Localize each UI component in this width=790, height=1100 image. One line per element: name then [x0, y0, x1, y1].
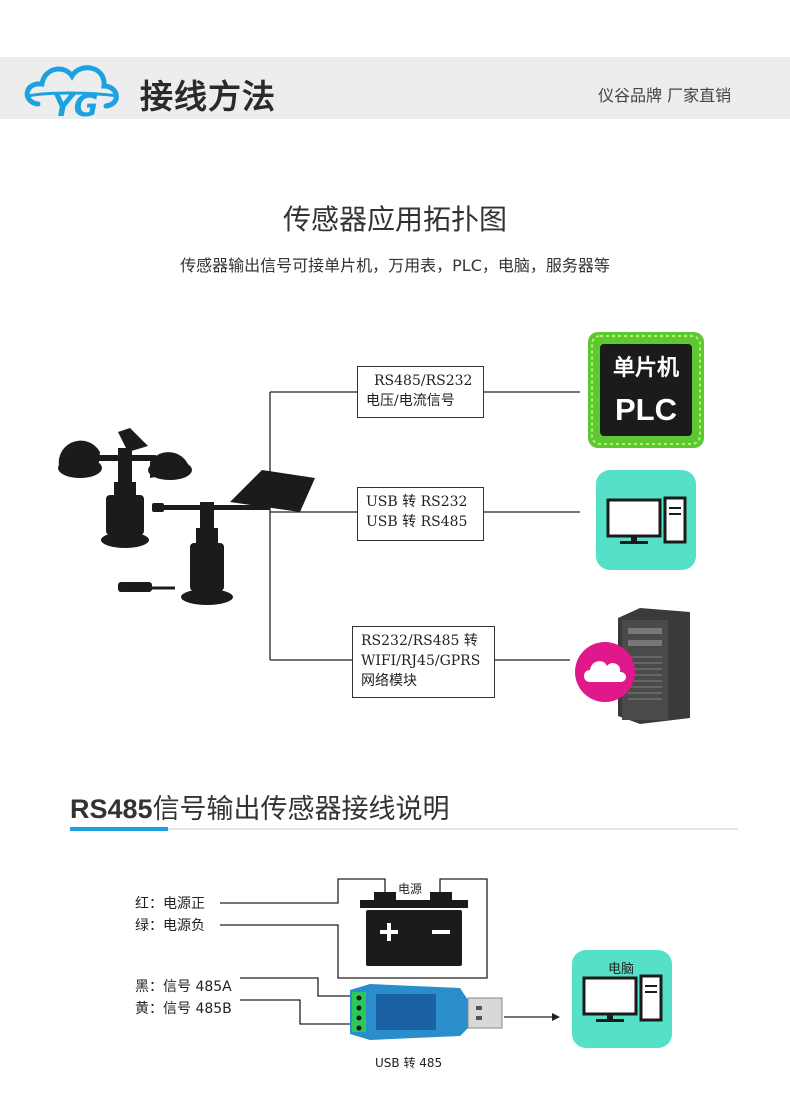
topology-title: 传感器应用拓扑图 [282, 203, 507, 236]
svg-text:YG: YG [52, 89, 98, 124]
section-divider-accent [70, 827, 168, 831]
chip-label-mcu: 单片机 [612, 356, 679, 381]
computer-icon-2 [572, 950, 672, 1048]
signal-box-network: RS232/RS485 转 WIFI/RJ45/GPRS 网络模块 [352, 626, 495, 698]
wiring-title-suffix: 信号输出传感器接线说明 [152, 794, 450, 825]
wiring-title: RS485信号输出传感器接线说明 [70, 787, 450, 826]
topology-subtitle: 传感器输出信号可接单片机，万用表，PLC，电脑，服务器等 [180, 256, 610, 275]
power-wiring-lines [220, 878, 488, 1025]
battery-icon [360, 892, 468, 966]
signal-box-line: 网络模块 [361, 673, 417, 689]
signal-box-line: WIFI/RJ45/GPRS [361, 653, 481, 669]
signal-box-line: USB 转 RS485 [366, 514, 468, 530]
usb-485-adapter-icon [350, 984, 503, 1040]
signal-box-line: 电压/电流信号 [366, 393, 455, 409]
wiring-title-prefix: RS485 [70, 794, 153, 824]
signal-box-line: RS485/RS232 [374, 373, 473, 389]
power-label: 电源 [398, 882, 423, 896]
computer-icon [596, 470, 696, 570]
section-divider [70, 828, 738, 830]
wire-label-yellow: 黄：信号 485B [135, 1001, 232, 1017]
brand-slogan: 仪谷品牌 厂家直销 [598, 86, 732, 105]
usb-adapter-label: USB 转 485 [375, 1056, 443, 1070]
chip-label-plc: PLC [615, 392, 677, 427]
header-band [0, 57, 790, 119]
computer-label: 电脑 [608, 962, 635, 977]
topology-lines [269, 391, 580, 661]
anemometer-icon [58, 428, 192, 548]
wire-label-red: 红：电源正 [135, 896, 205, 912]
signal-box-rs485: RS485/RS232 电压/电流信号 [357, 366, 484, 418]
signal-box-line: USB 转 RS232 [366, 494, 468, 510]
signal-box-line: RS232/RS485 转 [361, 633, 478, 649]
brand-logo: YG [24, 65, 119, 124]
mcu-plc-chip-icon [588, 332, 704, 448]
wire-label-black: 黑：信号 485A [135, 979, 232, 995]
cloud-icon [575, 642, 635, 702]
wind-vane-icon [118, 470, 315, 605]
wire-label-green: 绿：电源负 [135, 918, 205, 934]
signal-box-usb: USB 转 RS232 USB 转 RS485 [357, 487, 484, 541]
usb-to-computer-arrow [504, 1013, 560, 1021]
page-title: 接线方法 [140, 77, 276, 116]
